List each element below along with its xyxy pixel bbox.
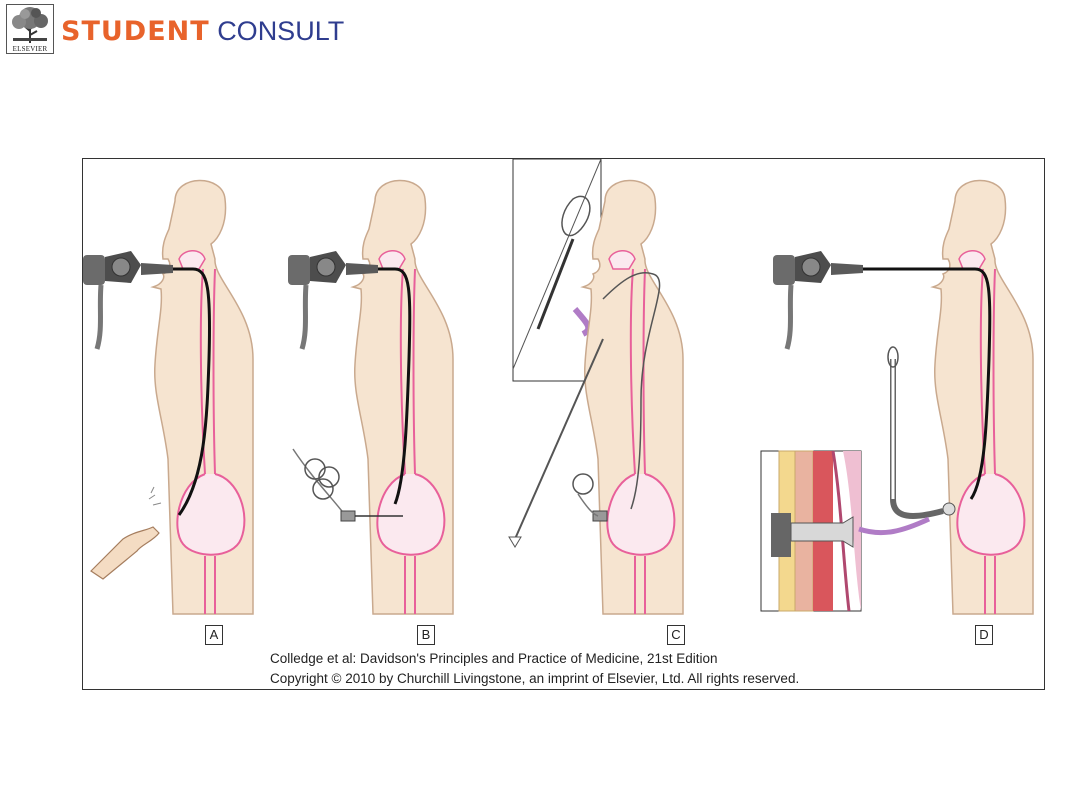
brand-consult: CONSULT bbox=[217, 16, 345, 46]
student-consult-logo: ELSEVIER STUDENT CONSULT bbox=[6, 4, 406, 56]
brand-student: STUDENT bbox=[61, 16, 210, 47]
elsevier-wordmark: ELSEVIER bbox=[12, 45, 48, 53]
elsevier-tree-icon: ELSEVIER bbox=[6, 4, 54, 54]
panel-label-c: C bbox=[667, 625, 685, 645]
brand-name: STUDENT CONSULT bbox=[61, 16, 344, 47]
panel-label-d: D bbox=[975, 625, 993, 645]
panel-label-a: A bbox=[205, 625, 223, 645]
peg-procedure-figure: A B C D Colledge et al: Davidson's Princ… bbox=[82, 158, 1045, 690]
panel-label-b: B bbox=[417, 625, 435, 645]
figure-caption-copyright: Copyright © 2010 by Churchill Livingston… bbox=[270, 671, 800, 686]
panel-b-illustration bbox=[288, 179, 454, 615]
figure-illustration bbox=[83, 159, 1034, 615]
panel-a-illustration bbox=[83, 179, 254, 615]
figure-caption-title: Colledge et al: Davidson's Principles an… bbox=[270, 651, 718, 666]
panel-c-illustration bbox=[508, 159, 684, 615]
panel-d-illustration bbox=[760, 179, 1034, 615]
